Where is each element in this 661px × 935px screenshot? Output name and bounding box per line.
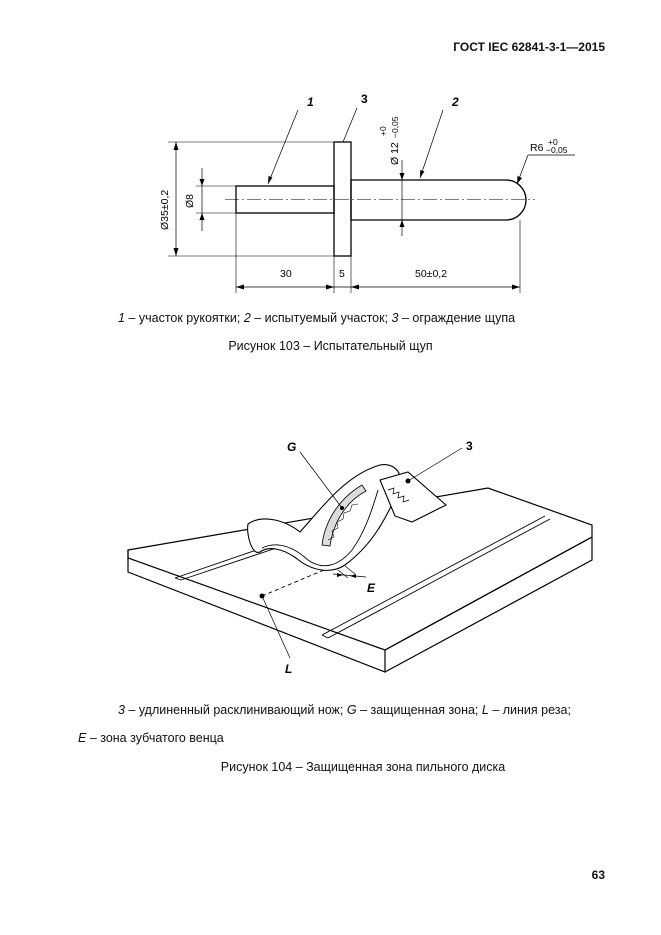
dim-diameter-12-tol-bottom: −0,05 (390, 116, 400, 138)
riving-knife (379, 471, 447, 523)
figure-104-drawing: L 3 G E (127, 439, 593, 676)
label-l: L (285, 662, 292, 676)
figure-104-legend-line-2: E – зона зубчатого венца (78, 731, 224, 745)
figure-104-legend-line-1: 3 – удлиненный расклинивающий нож; G – з… (118, 703, 571, 717)
probe-tested-part (350, 179, 527, 221)
dim-radius-6-tol-bottom: −0,05 (546, 145, 568, 155)
callout-3: 3 (361, 92, 368, 106)
callout-2: 2 (451, 95, 459, 109)
figure-103-title: Рисунок 103 – Испытательный щуп (228, 339, 433, 353)
guard-shape (247, 464, 402, 571)
document-header: ГОСТ IEC 62841-3-1—2015 (453, 40, 605, 54)
table-slot-right (321, 515, 551, 639)
dim-length-5: 5 (339, 268, 345, 280)
label-e: E (367, 581, 376, 595)
figure-103-legend: 1 – участок рукоятки; 2 – испытуемый уча… (118, 311, 516, 325)
dim-length-30: 30 (280, 268, 292, 280)
callout-1: 1 (307, 95, 314, 109)
dim-diameter-8: Ø8 (184, 194, 196, 208)
probe-guard (333, 141, 352, 257)
label-3: 3 (466, 439, 473, 453)
figure-103-drawing: Ø35±0,2 Ø8 Ø 12 +0 −0,05 R6 +0 −0,05 30 … (159, 92, 575, 293)
dim-diameter-12-tol-top: +0 (378, 126, 388, 136)
dim-radius-6: R6 (530, 142, 544, 154)
dim-diameter-35: Ø35±0,2 (159, 190, 171, 230)
label-g: G (287, 440, 296, 454)
dim-diameter-12: Ø 12 (389, 142, 401, 165)
figure-104-title: Рисунок 104 – Защищенная зона пильного д… (220, 760, 506, 774)
page-number: 63 (591, 868, 605, 882)
dim-length-50: 50±0,2 (415, 268, 447, 280)
dim-radius-6-tol-top: +0 (548, 137, 558, 147)
